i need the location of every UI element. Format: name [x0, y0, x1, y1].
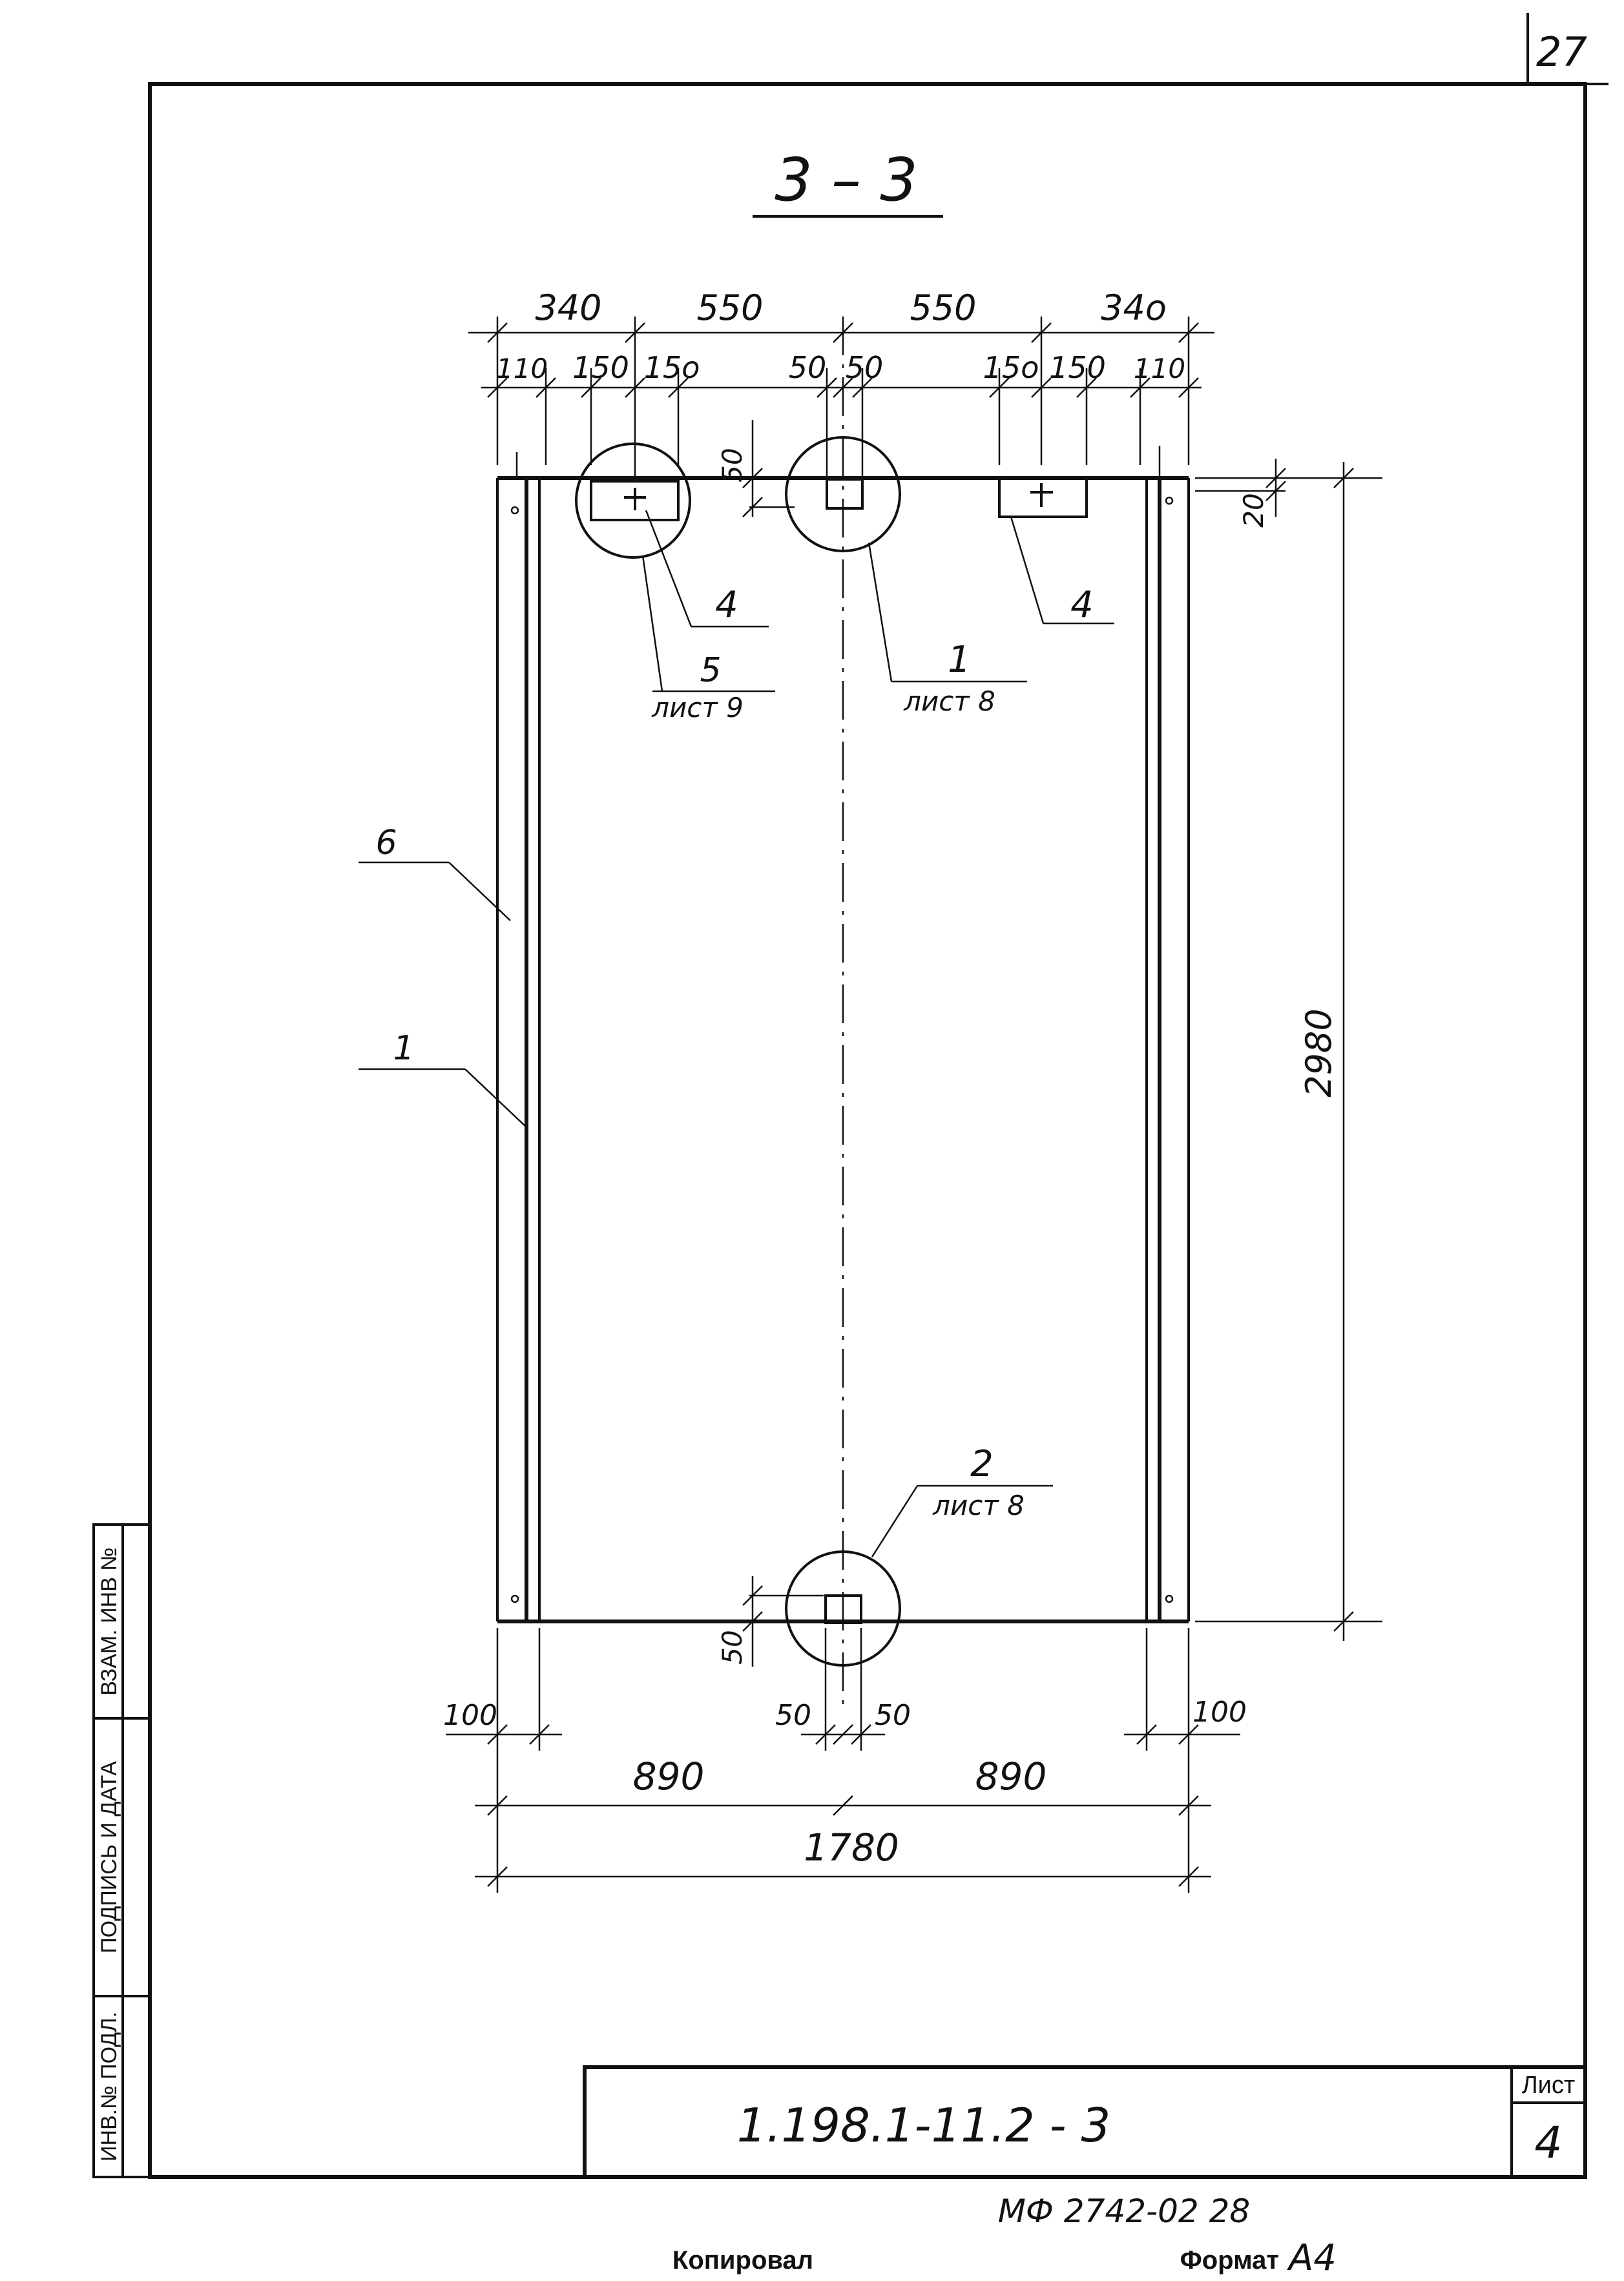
side-stamp-inv-orig: ИНВ.№ ПОДЛ.	[97, 2012, 121, 2161]
embedded-part-bottom	[785, 1550, 901, 1667]
embedded-part-center	[785, 436, 901, 552]
dim-110-right: 110	[1134, 353, 1185, 384]
archive-code: МФ 2742-02 28	[998, 2192, 1251, 2230]
document-code: 1.198.1-11.2 - 3	[737, 2098, 1111, 2152]
callout-6: 6	[375, 824, 397, 862]
callout-4-left: 4	[715, 584, 738, 626]
format-label: Формат	[1180, 2246, 1279, 2275]
callout-5: 5	[700, 651, 721, 690]
callout-2-sheet: лист 8	[932, 1490, 1025, 1521]
dim-notch-top: 50	[716, 448, 748, 482]
dim-bottom-50-left: 50	[775, 1699, 811, 1732]
callout-1-side: 1	[393, 1029, 414, 1068]
dim-notch-top-lines	[742, 420, 795, 517]
sheet-number: 4	[1534, 2118, 1562, 2169]
embedded-part-right	[998, 477, 1088, 518]
section-title: 3 – 3	[775, 145, 918, 214]
dim-top-550-left: 550	[696, 287, 763, 328]
format-value: А4	[1287, 2237, 1337, 2279]
callout-2: 2	[970, 1443, 994, 1485]
sheet-label: Лист	[1522, 2072, 1576, 2099]
dim-150-right-a: 15o	[983, 350, 1039, 385]
dim-bottom-100-right: 100	[1192, 1696, 1247, 1729]
dim-top-340-right: 34o	[1101, 287, 1167, 328]
dim-top-340: 340	[535, 287, 601, 328]
dim-50-left: 50	[789, 350, 827, 385]
dim-bottom-100-left: 100	[443, 1699, 497, 1732]
dim-height: 2980	[1298, 1008, 1339, 1097]
side-stamp-inv-replace: ВЗАМ. ИНВ №	[97, 1547, 121, 1696]
title-block	[583, 2065, 1587, 2179]
dim-half-width-right: 890	[975, 1755, 1047, 1798]
dim-150-right-b: 150	[1049, 350, 1106, 385]
dim-top-offset: 20	[1238, 493, 1269, 527]
callout-1-top: 1	[948, 639, 971, 681]
dim-top-offset-lines	[1195, 459, 1382, 517]
dim-top-550-right: 550	[910, 287, 976, 328]
embedded-part-left	[575, 443, 691, 559]
dim-bottom-50-right: 50	[875, 1699, 911, 1732]
callout-leaders	[359, 510, 1114, 1557]
callout-4-right: 4	[1070, 584, 1094, 626]
dim-150-left-b: 15o	[644, 350, 700, 385]
bottom-dimension-lines	[446, 1576, 1240, 1893]
dim-half-width-left: 890	[633, 1755, 705, 1798]
copied-label: Копировал	[672, 2246, 813, 2275]
callout-5-sheet: лист 9	[651, 692, 744, 724]
sheet-corner-number: 27	[1536, 28, 1587, 76]
top-dimension-lines	[468, 317, 1214, 478]
dim-150-left-a: 150	[572, 350, 629, 385]
callout-1-top-sheet: лист 8	[903, 685, 995, 717]
dim-110-left: 110	[496, 353, 548, 384]
side-stamp	[92, 1523, 151, 2178]
dim-50-right: 50	[846, 350, 884, 385]
dim-notch-bottom: 50	[716, 1630, 748, 1664]
side-stamp-sign-date: ПОДПИСЬ И ДАТА	[97, 1761, 121, 1953]
dim-total-width: 1780	[804, 1826, 899, 1870]
dim-height-lines	[1195, 462, 1382, 1641]
